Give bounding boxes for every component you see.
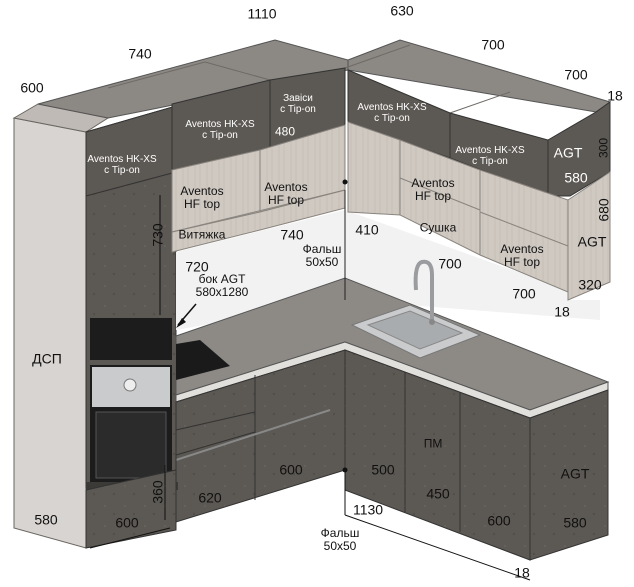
label-hf-right: Aventos HF top xyxy=(500,241,544,269)
dim-1130: 1130 xyxy=(352,501,384,518)
label-falsh-bottom: Фальш 50x50 xyxy=(320,525,360,553)
dim-18-top: 18 xyxy=(607,87,623,104)
label-agt-base: AGT xyxy=(560,465,590,482)
label-hf-left: Aventos HF top xyxy=(180,183,224,211)
dim-18-mid: 18 xyxy=(554,303,570,320)
label-aventos-corner: Aventos HK-XS с Tip-on xyxy=(357,102,427,124)
label-aventos-left: Aventos HK-XS с Tip-on xyxy=(87,154,157,176)
hob xyxy=(176,340,230,380)
dim-700-counter: 700 xyxy=(512,285,536,302)
label-zavisy: Завіси с Tip-on xyxy=(280,93,316,115)
microwave xyxy=(90,318,172,360)
dim-700-top1: 700 xyxy=(481,36,505,53)
dim-300: 300 xyxy=(596,137,611,159)
dim-410: 410 xyxy=(355,221,379,238)
label-vytyazhka: Витяжка xyxy=(178,227,226,242)
dim-500: 500 xyxy=(371,461,395,478)
label-pm: ПМ xyxy=(423,436,443,451)
label-dsp: ДСП xyxy=(32,350,62,367)
label-agt-top: AGT xyxy=(553,144,583,161)
backsplash-right xyxy=(345,210,600,320)
sink-bowl xyxy=(366,310,464,350)
dim-740-top: 740 xyxy=(128,45,152,62)
dim-600-base: 600 xyxy=(279,461,303,478)
faucet xyxy=(413,259,434,320)
label-falsh-top: Фальш 50x50 xyxy=(302,241,342,269)
label-aventos-mid: Aventos HK-XS с Tip-on xyxy=(185,119,255,141)
base-tower-bottom xyxy=(85,469,177,549)
dim-600-left: 600 xyxy=(20,79,44,96)
dim-680: 680 xyxy=(595,198,612,222)
agt-side-facade xyxy=(567,171,611,301)
dim-450: 450 xyxy=(426,485,450,502)
dim-730: 730 xyxy=(149,223,166,247)
dim-600-right: 600 xyxy=(487,512,511,529)
dim-630: 630 xyxy=(390,2,414,19)
dim-480: 480 xyxy=(274,124,296,139)
label-agt-right: AGT xyxy=(577,233,607,250)
dim-700-mid: 700 xyxy=(438,255,462,272)
dim-18-bottom: 18 xyxy=(514,564,530,581)
label-hf-mid: Aventos HF top xyxy=(264,179,308,207)
label-sushka: Сушка xyxy=(419,220,457,235)
dim-740-mid: 740 xyxy=(280,226,304,243)
label-bok-agt: бок AGT 580x1280 xyxy=(195,271,249,299)
dim-620: 620 xyxy=(198,489,222,506)
label-hf-corner: Aventos HF top xyxy=(411,175,455,203)
dim-700-top2: 700 xyxy=(564,66,588,83)
dim-360: 360 xyxy=(149,480,166,504)
label-aventos-right: Aventos HK-XS с Tip-on xyxy=(455,145,525,167)
dim-1110: 1110 xyxy=(247,5,277,22)
base-agt-cabinet xyxy=(529,389,609,561)
dim-580-left: 580 xyxy=(34,511,58,528)
dim-580-base: 580 xyxy=(563,514,587,531)
dim-600-bottom: 600 xyxy=(115,514,139,531)
falsh-top-marker xyxy=(342,179,348,185)
side-panel-dsp xyxy=(13,117,87,549)
dim-720: 720 xyxy=(185,258,209,275)
dim-320: 320 xyxy=(578,276,602,293)
dim-580-top: 580 xyxy=(564,169,588,186)
